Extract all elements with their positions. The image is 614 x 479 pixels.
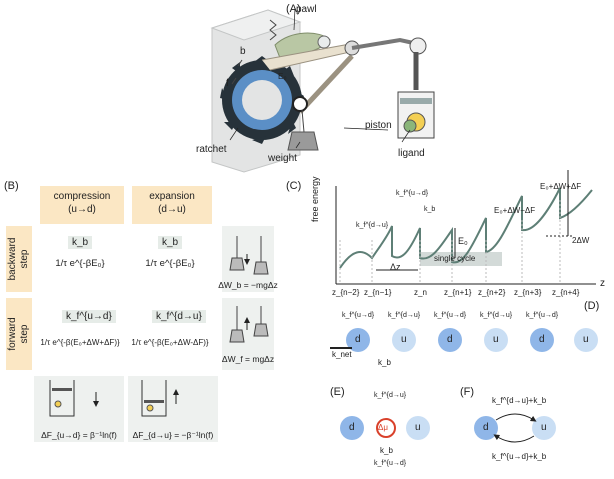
c-single-cycle: single cycle <box>434 254 476 263</box>
c-tick-6: z_{n+4} <box>552 288 580 297</box>
chain-kf-2: k_f^{u→d} <box>434 312 467 319</box>
piston-label: piston <box>365 120 392 131</box>
c-tick-5: z_{n+3} <box>514 288 542 297</box>
c-xlabel: z <box>600 278 605 289</box>
panel-f-label: (F) <box>460 386 475 398</box>
e0-label-a: E₀ <box>278 72 287 81</box>
cycle-kfdu: k_f^{d→u} <box>374 392 407 399</box>
chain-states <box>346 328 598 352</box>
c-two-dw: 2ΔW <box>572 236 590 245</box>
c-kfdu: k_f^{d→u} <box>356 222 389 229</box>
free-energy-ud-eq: ΔF_{u→d} = β⁻¹ln(f) <box>41 430 117 440</box>
c-dz: Δz <box>390 262 401 272</box>
free-energy-du-eq: ΔF_{d→u} = −β⁻¹ln(f) <box>132 430 214 440</box>
chain-d-2: d <box>447 334 453 345</box>
panel-c-label: (C) <box>286 180 302 192</box>
forward-f-label: f <box>226 78 229 89</box>
c-e0: E₀ <box>458 236 468 246</box>
backward-b-label: b <box>240 46 246 57</box>
chain-kf-0: k_f^{u→d} <box>342 312 375 319</box>
rate-backward-compression: 1/τ e^{-βE₀} <box>55 258 105 269</box>
chain-kf-4: k_f^{u→d} <box>526 312 559 319</box>
rate-kf-du: k_f^{d→u} <box>152 310 206 323</box>
row-forward-step: forward step <box>6 298 32 370</box>
cycle-dmu: Δμ <box>378 423 388 432</box>
c-kfud: k_f^{u→d} <box>396 190 429 197</box>
two-state-u: u <box>541 422 547 433</box>
panel-a-label: (A) <box>286 3 301 15</box>
chain-knet: k_net <box>332 350 352 359</box>
panel-b-label: (B) <box>4 180 19 192</box>
rate-forward-expansion: 1/τ e^{-β(E₀+ΔW-ΔF)} <box>131 338 209 347</box>
ratchet-label: ratchet <box>196 144 227 155</box>
header-compression: compression (u→d) <box>40 186 124 224</box>
rate-backward-expansion: 1/τ e^{-βE₀} <box>145 258 195 269</box>
pawl-label: pawl <box>296 4 317 15</box>
c-e0-dw-df: E₀+ΔW−ΔF <box>494 206 536 215</box>
weight-label: weight <box>268 153 297 164</box>
rate-kb-compression: k_b <box>68 236 93 249</box>
cycle-d: d <box>349 422 355 433</box>
panel-e-label: (E) <box>330 386 345 398</box>
c-kb: k_b <box>424 206 436 213</box>
two-state-bottom: k_f^{u→d}+k_b <box>492 452 547 461</box>
cycle-kfud: k_f^{u→d} <box>374 460 407 467</box>
header-expansion: expansion (d→u) <box>132 186 212 224</box>
two-state-top: k_f^{d→u}+k_b <box>492 396 547 405</box>
work-backward-eq: ΔW_b = −mgΔz <box>218 280 278 290</box>
cycle-kb: k_b <box>380 446 393 455</box>
free-energy-du-box <box>128 376 218 442</box>
two-state-d: d <box>483 422 489 433</box>
chain-kf-3: k_f^{d→u} <box>480 312 513 319</box>
panel-d-label: (D) <box>584 300 600 312</box>
free-energy-ud-box <box>34 376 124 442</box>
chain-d-0: d <box>355 334 361 345</box>
work-forward-eq: ΔW_f = mgΔz <box>221 354 275 364</box>
rate-forward-compression: 1/τ e^{-β(E₀+ΔW+ΔF)} <box>40 338 120 347</box>
chain-kf-1: k_f^{d→u} <box>388 312 421 319</box>
chain-kb-label: k_b <box>378 358 391 367</box>
ligand-label: ligand <box>398 148 425 159</box>
rate-kb-expansion: k_b <box>158 236 183 249</box>
rate-kf-ud: k_f^{u→d} <box>62 310 116 323</box>
c-tick-2: z_n <box>414 288 427 297</box>
c-e0-dw-pf: E₀+ΔW+ΔF <box>540 182 582 191</box>
c-tick-1: z_{n−1} <box>364 288 392 297</box>
row-backward-step: backward step <box>6 226 32 292</box>
cycle-u: u <box>415 422 421 433</box>
c-tick-3: z_{n+1} <box>444 288 472 297</box>
c-tick-4: z_{n+2} <box>478 288 506 297</box>
chain-d-4: d <box>539 334 545 345</box>
chain-u-5: u <box>583 334 589 345</box>
chain-u-1: u <box>401 334 407 345</box>
c-tick-0: z_{n−2} <box>332 288 360 297</box>
chain-u-3: u <box>493 334 499 345</box>
